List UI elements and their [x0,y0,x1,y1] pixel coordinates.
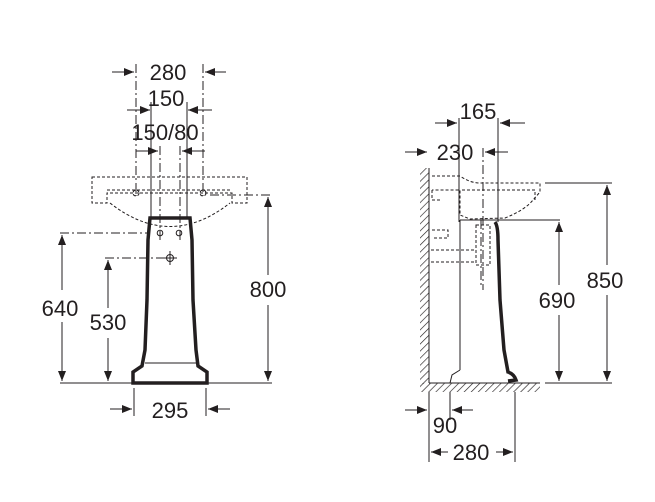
dimension-295-base: 295 [110,388,230,423]
dimension-165-depth: 165 [435,99,525,222]
label-230: 230 [437,140,474,165]
dimension-530-height: 530 [90,257,166,381]
dimension-280-width: 280 [112,60,226,196]
label-90: 90 [433,413,457,438]
front-view: 280 150 150/80 [42,60,287,423]
dimension-150: 150 [127,86,212,218]
label-295: 295 [152,398,189,423]
wall-hatch [420,168,429,384]
label-165: 165 [460,99,497,124]
side-pedestal [449,219,560,384]
dimension-800-height: 800 [250,197,287,381]
basin-outline [91,176,270,227]
label-150: 150 [148,86,185,111]
label-850: 850 [587,268,624,293]
pedestal [131,216,209,385]
side-view: 165 230 [405,99,623,465]
label-690: 690 [539,288,576,313]
label-530: 530 [90,310,127,335]
dimension-280-base: 280 [431,392,516,465]
dimension-850-height: 850 [545,182,624,384]
label-640: 640 [42,296,79,321]
label-800: 800 [250,277,287,302]
label-150-80: 150/80 [131,120,198,145]
dimension-230-depth: 230 [405,140,508,290]
tap-hole-left [156,229,164,237]
tap-hole-right [175,229,183,237]
floor-hatch [420,383,540,392]
label-280-side: 280 [453,440,490,465]
dimension-90-base: 90 [405,392,473,462]
dimension-640-height: 640 [42,232,150,381]
dimension-690-height: 690 [539,222,576,381]
side-basin-outline [431,175,541,285]
label-280: 280 [150,60,187,85]
